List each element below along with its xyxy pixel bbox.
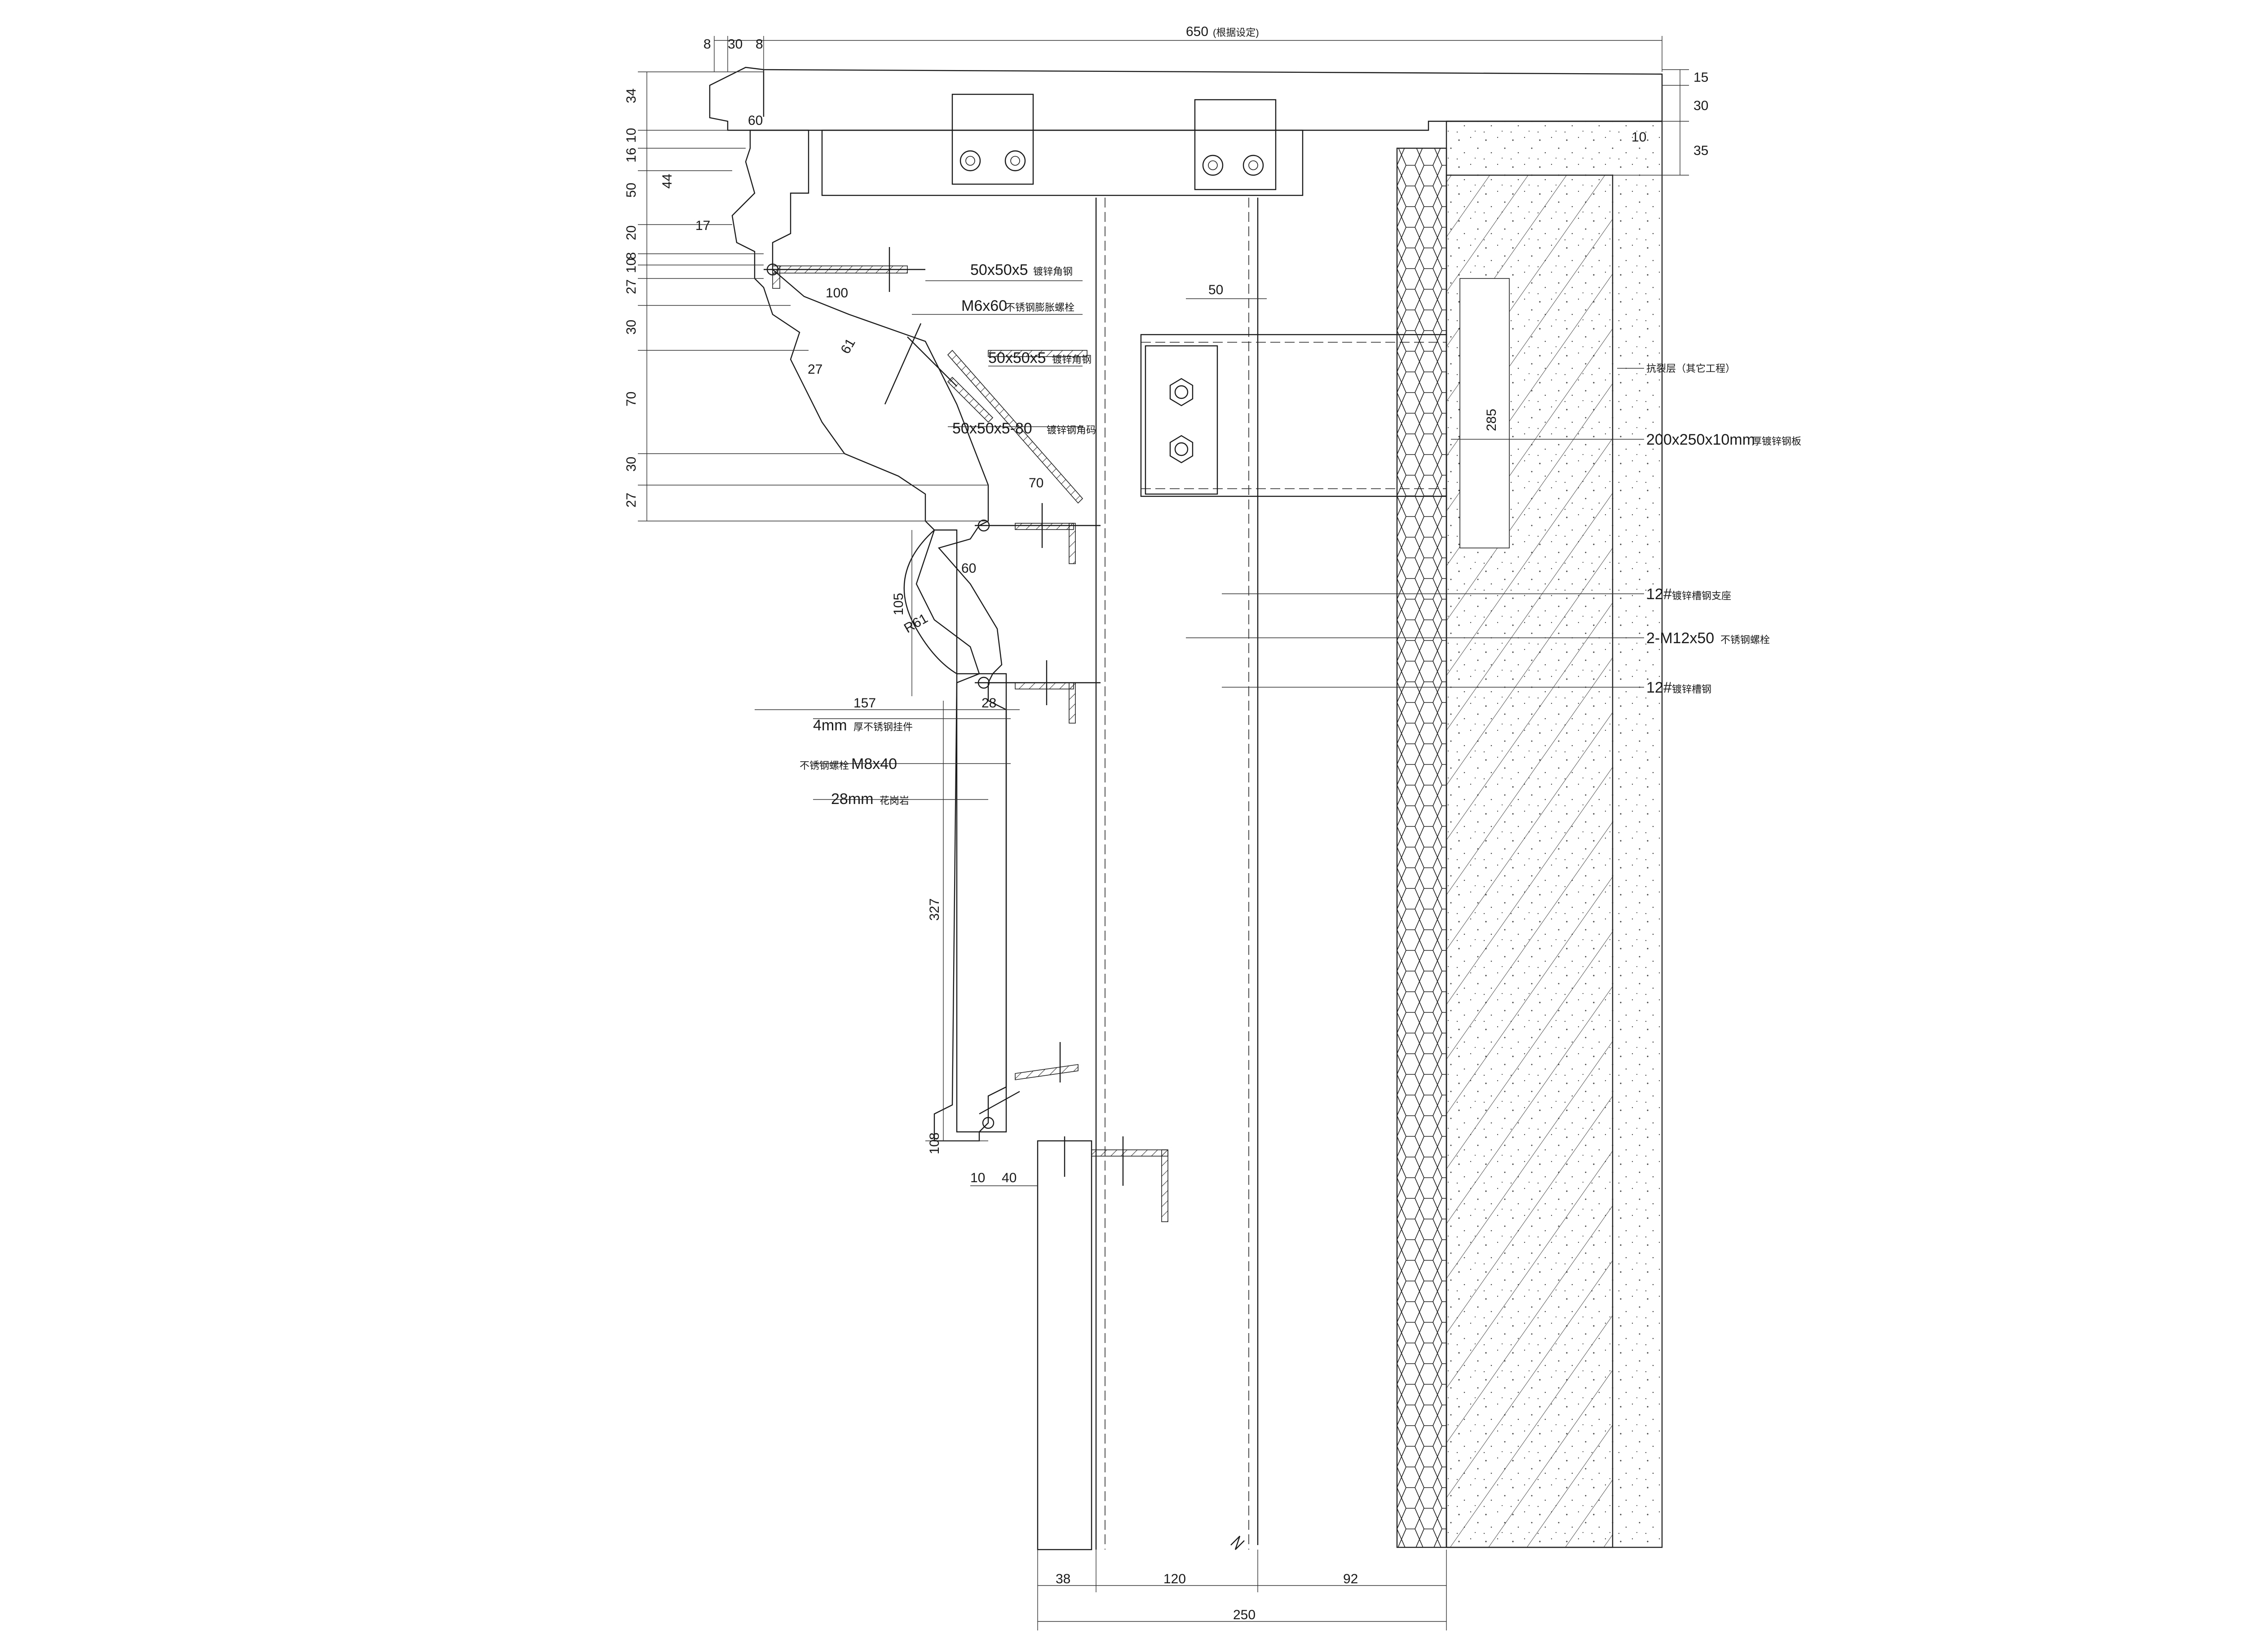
hex-bolt-icon bbox=[1169, 378, 1194, 464]
inner-dims: 60 44 17 100 27 61 70 60 105 R61 157 28 … bbox=[660, 113, 1499, 1185]
insulation-layer bbox=[1396, 147, 1447, 1548]
label-m8-bolt: 不锈钢螺栓 M8x40 bbox=[800, 755, 897, 773]
anchor-bolt-icon bbox=[764, 247, 1124, 1186]
idim-27: 27 bbox=[808, 362, 822, 377]
vdim-34: 34 bbox=[624, 88, 639, 103]
label-granite: 28mm 花岗岩 bbox=[831, 791, 909, 808]
label-angle-steel-1: 50x50x5 镀锌角钢 bbox=[970, 261, 1073, 278]
svg-text:2-M12x50: 2-M12x50 bbox=[1646, 630, 1714, 647]
left-top-dim-3: 8 bbox=[756, 37, 763, 52]
bdim-120: 120 bbox=[1163, 1572, 1186, 1586]
svg-text:镀锌角钢: 镀锌角钢 bbox=[1033, 266, 1073, 277]
vdim-20: 20 bbox=[624, 225, 639, 240]
dimension-lines bbox=[638, 36, 1689, 1630]
idim-8: 8 bbox=[927, 1132, 942, 1140]
svg-text:镀锌钢角码: 镀锌钢角码 bbox=[1047, 424, 1096, 436]
vdim-27: 27 bbox=[624, 279, 639, 294]
label-stainless-bolt: 2-M12x50 不锈钢螺栓 bbox=[1646, 630, 1770, 647]
svg-text:不锈钢螺栓: 不锈钢螺栓 bbox=[800, 760, 849, 771]
svg-text:M6x60: M6x60 bbox=[961, 297, 1007, 314]
svg-text:镀锌槽钢: 镀锌槽钢 bbox=[1672, 684, 1711, 695]
vdim-27b: 27 bbox=[624, 493, 639, 508]
idim-17: 17 bbox=[695, 218, 710, 233]
label-angle-bracket: 50x50x5-80 镀锌钢角码 bbox=[952, 420, 1096, 437]
bdim-92: 92 bbox=[1343, 1572, 1358, 1586]
bdim-38: 38 bbox=[1056, 1572, 1070, 1586]
label-channel-steel: 12# 镀锌槽钢 bbox=[1646, 679, 1711, 696]
svg-text:不锈钢膨胀螺栓: 不锈钢膨胀螺栓 bbox=[1005, 302, 1074, 313]
idim-40: 40 bbox=[1002, 1171, 1017, 1185]
svg-text:12#: 12# bbox=[1646, 586, 1672, 603]
vdim-16: 16 bbox=[624, 148, 639, 163]
idim-100: 100 bbox=[826, 286, 848, 300]
vdim-30b: 30 bbox=[624, 457, 639, 472]
top-dim-value: 650 bbox=[1186, 24, 1208, 39]
svg-text:4mm: 4mm bbox=[813, 717, 847, 734]
svg-text:厚不锈钢挂件: 厚不锈钢挂件 bbox=[853, 721, 913, 733]
idim-60: 60 bbox=[748, 113, 763, 128]
vdim-8: 8 bbox=[624, 252, 639, 260]
left-vertical-dims: 34 10 16 50 20 8 10 27 30 70 30 27 bbox=[624, 88, 639, 508]
vdim-50: 50 bbox=[624, 183, 639, 198]
svg-text:抗裂层（其它工程）: 抗裂层（其它工程） bbox=[1646, 363, 1735, 374]
idim-61: 61 bbox=[838, 336, 858, 356]
svg-text:厚镀锌钢板: 厚镀锌钢板 bbox=[1752, 436, 1801, 447]
svg-text:50x50x5: 50x50x5 bbox=[988, 349, 1046, 367]
label-expansion-bolt: M6x60 不锈钢膨胀螺栓 bbox=[961, 297, 1074, 314]
label-angle-steel-2: 50x50x5 镀锌角钢 bbox=[988, 349, 1092, 367]
idim-70: 70 bbox=[1029, 476, 1043, 490]
svg-text:镀锌角钢: 镀锌角钢 bbox=[1052, 354, 1092, 365]
channel-steel-column bbox=[1095, 198, 1259, 1550]
leader-lines bbox=[813, 280, 1644, 800]
vdim-30: 30 bbox=[624, 320, 639, 335]
idim-285: 285 bbox=[1484, 409, 1499, 431]
idim-44: 44 bbox=[660, 174, 675, 189]
idim-60b: 60 bbox=[961, 561, 976, 576]
idim-10c: 10 bbox=[927, 1140, 942, 1154]
vdim-10: 10 bbox=[624, 128, 639, 143]
svg-text:M8x40: M8x40 bbox=[851, 755, 897, 773]
label-steel-plate: 200x250x10mm 厚镀锌钢板 bbox=[1646, 431, 1801, 448]
top-dim-note: (根据设定) bbox=[1213, 27, 1259, 38]
vdim-10b: 10 bbox=[624, 258, 639, 273]
idim-28: 28 bbox=[982, 696, 996, 711]
left-top-dim-2: 30 bbox=[728, 37, 743, 52]
idim-157: 157 bbox=[853, 696, 876, 711]
svg-text:花岗岩: 花岗岩 bbox=[880, 795, 909, 806]
svg-text:28mm: 28mm bbox=[831, 791, 873, 808]
svg-text:12#: 12# bbox=[1646, 679, 1672, 696]
idim-105: 105 bbox=[891, 593, 906, 615]
idim-327: 327 bbox=[927, 898, 942, 921]
cap-brackets bbox=[821, 93, 1304, 196]
left-top-dim-1: 8 bbox=[703, 37, 711, 52]
label-crack-layer: 抗裂层（其它工程） bbox=[1646, 363, 1735, 374]
vdim-70: 70 bbox=[624, 392, 639, 406]
svg-text:50x50x5-80: 50x50x5-80 bbox=[952, 420, 1032, 437]
bottom-dims: 38 120 92 250 bbox=[1056, 1572, 1358, 1622]
label-channel-support: 12# 镀锌槽钢支座 bbox=[1646, 586, 1731, 603]
right-small-dim: 10 bbox=[1631, 130, 1646, 145]
bolt-icon bbox=[959, 150, 1264, 176]
svg-text:不锈钢螺栓: 不锈钢螺栓 bbox=[1720, 634, 1770, 645]
right-dim-2: 30 bbox=[1693, 98, 1708, 113]
svg-text:镀锌槽钢支座: 镀锌槽钢支座 bbox=[1672, 590, 1731, 601]
svg-text:50x50x5: 50x50x5 bbox=[970, 261, 1028, 278]
concrete-wall bbox=[1446, 120, 1663, 1548]
label-hanger: 4mm 厚不锈钢挂件 bbox=[813, 717, 913, 734]
bdim-250: 250 bbox=[1233, 1608, 1256, 1622]
right-dim-3: 35 bbox=[1693, 143, 1708, 158]
right-dim-1: 15 bbox=[1693, 70, 1708, 85]
svg-text:200x250x10mm: 200x250x10mm bbox=[1646, 431, 1755, 448]
idim-10: 10 bbox=[970, 1171, 985, 1185]
idim-50: 50 bbox=[1208, 283, 1223, 297]
